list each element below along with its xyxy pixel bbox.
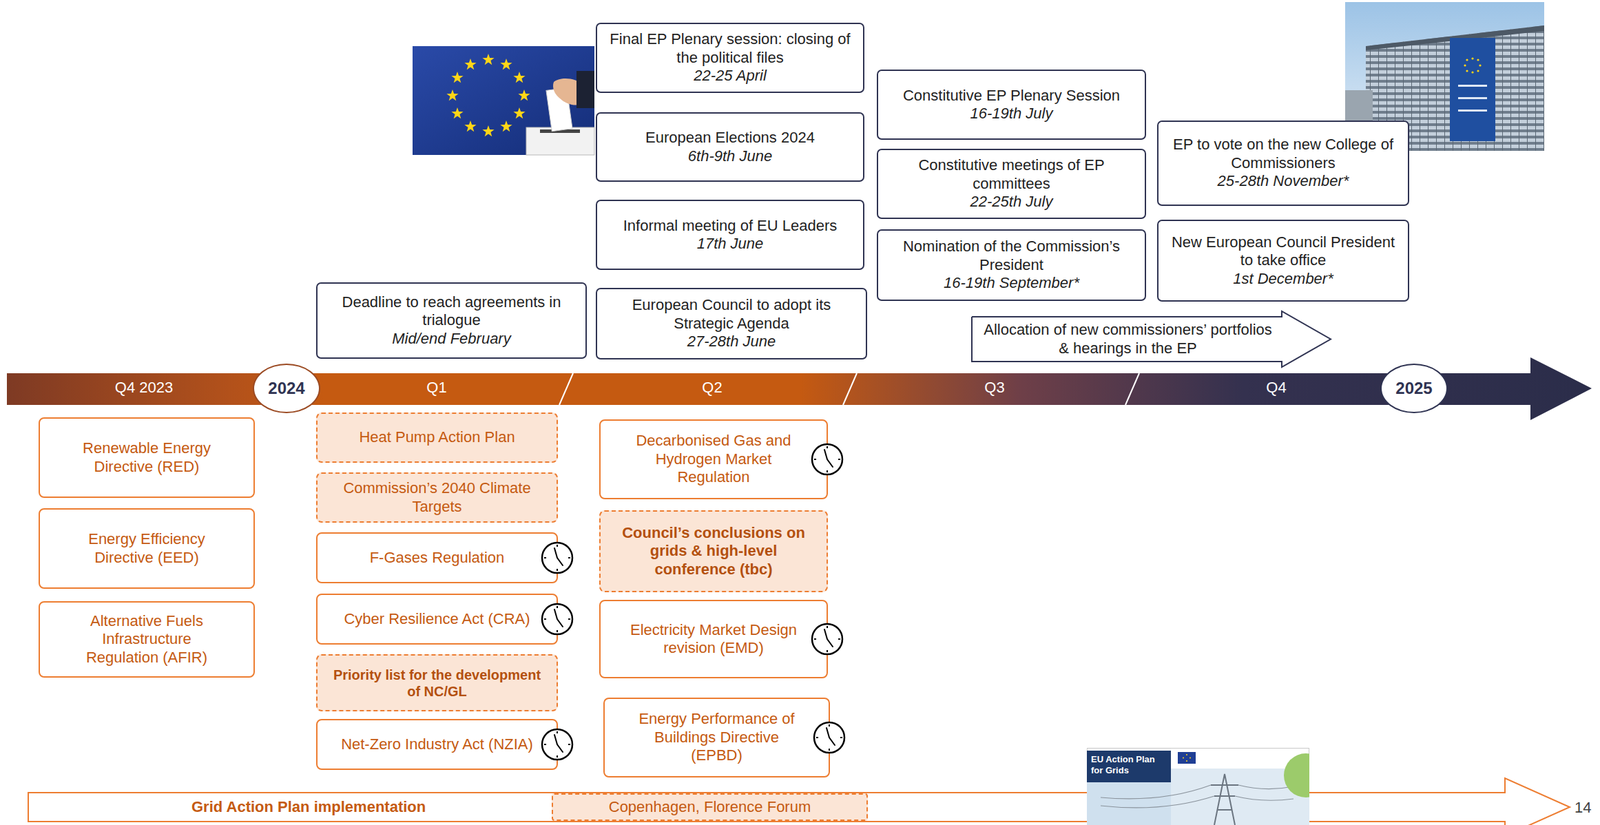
clock-icon: [539, 726, 576, 763]
box-text: Energy Efficiency Directive (EED): [67, 530, 226, 567]
process-arrow: Allocation of new commissioners’ portfol…: [971, 316, 1332, 363]
box-text: 22-25th July: [970, 192, 1054, 211]
clock-icon: [809, 621, 846, 658]
box-text: Heat Pump Action Plan: [358, 428, 515, 447]
page-number: 14: [1574, 798, 1597, 817]
box-text: Deadline to reach agreements in trialogu…: [328, 293, 575, 330]
box-text: Constitutive EP Plenary Session: [902, 86, 1120, 105]
legislation-box: Energy Efficiency Directive (EED): [38, 508, 255, 589]
box-text: 17th June: [697, 234, 764, 253]
box-text: 2025: [1395, 378, 1432, 399]
box-text: 16-19th September*: [943, 274, 1080, 293]
quarter-label: Q3: [939, 378, 1050, 397]
highlight-box: Priority list for the development of NC/…: [316, 654, 558, 712]
event-box: Deadline to reach agreements in trialogu…: [316, 282, 587, 359]
box-text: 6th-9th June: [688, 147, 773, 166]
box-text: Council’s conclusions on grids & high-le…: [614, 524, 813, 579]
box-text: Alternative Fuels Infrastructure Regulat…: [67, 612, 226, 667]
highlight-box: Council’s conclusions on grids & high-le…: [599, 510, 828, 593]
box-text: European Elections 2024: [645, 128, 815, 147]
clock-icon: [811, 719, 848, 756]
outline-path: [28, 792, 1087, 822]
legislation-box: Electricity Market Design revision (EMD): [599, 599, 828, 679]
plan-box: Commission’s 2040 Climate Targets: [316, 472, 558, 523]
box-text: European Council to adopt its Strategic …: [608, 296, 855, 333]
box-text: 27-28th June: [687, 332, 776, 351]
box-text: Constitutive meetings of EP committees: [889, 156, 1134, 193]
box-text: 22-25 April: [693, 66, 767, 85]
box-text: Cyber Resilience Act (CRA): [343, 610, 530, 629]
quarter-label: Q2: [657, 378, 768, 397]
clock-icon: [539, 601, 576, 638]
box-text: New European Council President to take o…: [1169, 233, 1397, 270]
year-circle: 2025: [1380, 363, 1448, 414]
event-box: Final EP Plenary session: closing of the…: [595, 22, 865, 93]
event-box: Nomination of the Commission’s President…: [876, 229, 1147, 301]
box-text: Net-Zero Industry Act (NZIA): [340, 735, 534, 754]
legislation-box: Alternative Fuels Infrastructure Regulat…: [38, 601, 255, 678]
year-circle: 2024: [252, 363, 321, 414]
event-box: EP to vote on the new College of Commiss…: [1157, 120, 1410, 206]
quarter-label: Q1: [381, 378, 492, 397]
legislation-box: Decarbonised Gas and Hydrogen Market Reg…: [599, 419, 828, 500]
election-photo: [412, 46, 595, 155]
implementation-band: Grid Action Plan implementation Copenhage…: [27, 792, 1571, 823]
box-text: 16-19th July: [970, 104, 1054, 123]
box-text: Electricity Market Design revision (EMD): [624, 621, 804, 658]
legislation-box: F-Gases Regulation: [316, 532, 558, 584]
legislation-box: Renewable Energy Directive (RED): [38, 417, 255, 498]
box-text: 2024: [267, 378, 305, 399]
box-text: Commission’s 2040 Climate Targets: [331, 479, 543, 516]
box-text: Copenhagen, Florence Forum: [608, 798, 812, 817]
box-text: Renewable Energy Directive (RED): [67, 439, 226, 476]
outline-path: [1309, 778, 1570, 825]
legislation-box: Net-Zero Industry Act (NZIA): [316, 719, 558, 771]
legislation-box: Energy Performance of Buildings Directiv…: [603, 697, 830, 778]
box-text: F-Gases Regulation: [369, 548, 505, 567]
quarter-label: Q4 2023: [88, 378, 200, 397]
box-text: Decarbonised Gas and Hydrogen Market Reg…: [624, 431, 804, 487]
box-text: Informal meeting of EU Leaders: [623, 216, 838, 235]
grid-plan-cover: [1086, 748, 1310, 825]
cover-title: EU Action Plan for Grids: [1091, 754, 1169, 776]
forum-box: Copenhagen, Florence Forum: [551, 793, 868, 822]
event-box: Constitutive meetings of EP committees22…: [876, 148, 1147, 220]
timeline-bar: [6, 357, 1592, 421]
box-text: Final EP Plenary session: closing of the…: [608, 30, 853, 67]
box-text: Grid Action Plan implementation: [191, 798, 426, 817]
box-text: 25-28th November*: [1217, 172, 1350, 191]
clock-icon: [809, 441, 846, 478]
event-box: Constitutive EP Plenary Session16-19th J…: [876, 69, 1147, 140]
box-text: Allocation of new commissioners’ portfol…: [979, 320, 1277, 358]
outline-path: [971, 311, 1331, 368]
box-text: Priority list for the development of NC/…: [331, 666, 543, 700]
box-text: Nomination of the Commission’s President: [889, 237, 1134, 275]
event-box: European Council to adopt its Strategic …: [595, 287, 868, 360]
quarter-label: Q4: [1221, 378, 1332, 397]
legislation-box: Cyber Resilience Act (CRA): [316, 593, 558, 645]
event-box: European Elections 20246th-9th June: [595, 112, 865, 182]
box-text: Energy Performance of Buildings Directiv…: [628, 710, 806, 765]
event-box: New European Council President to take o…: [1157, 219, 1410, 302]
plan-box: Heat Pump Action Plan: [316, 412, 558, 463]
event-box: Informal meeting of EU Leaders17th June: [595, 199, 865, 270]
box-text: Mid/end February: [391, 329, 511, 348]
box-text: 1st December*: [1232, 269, 1334, 288]
clock-icon: [539, 539, 576, 576]
box-text: EP to vote on the new College of Commiss…: [1169, 135, 1397, 173]
